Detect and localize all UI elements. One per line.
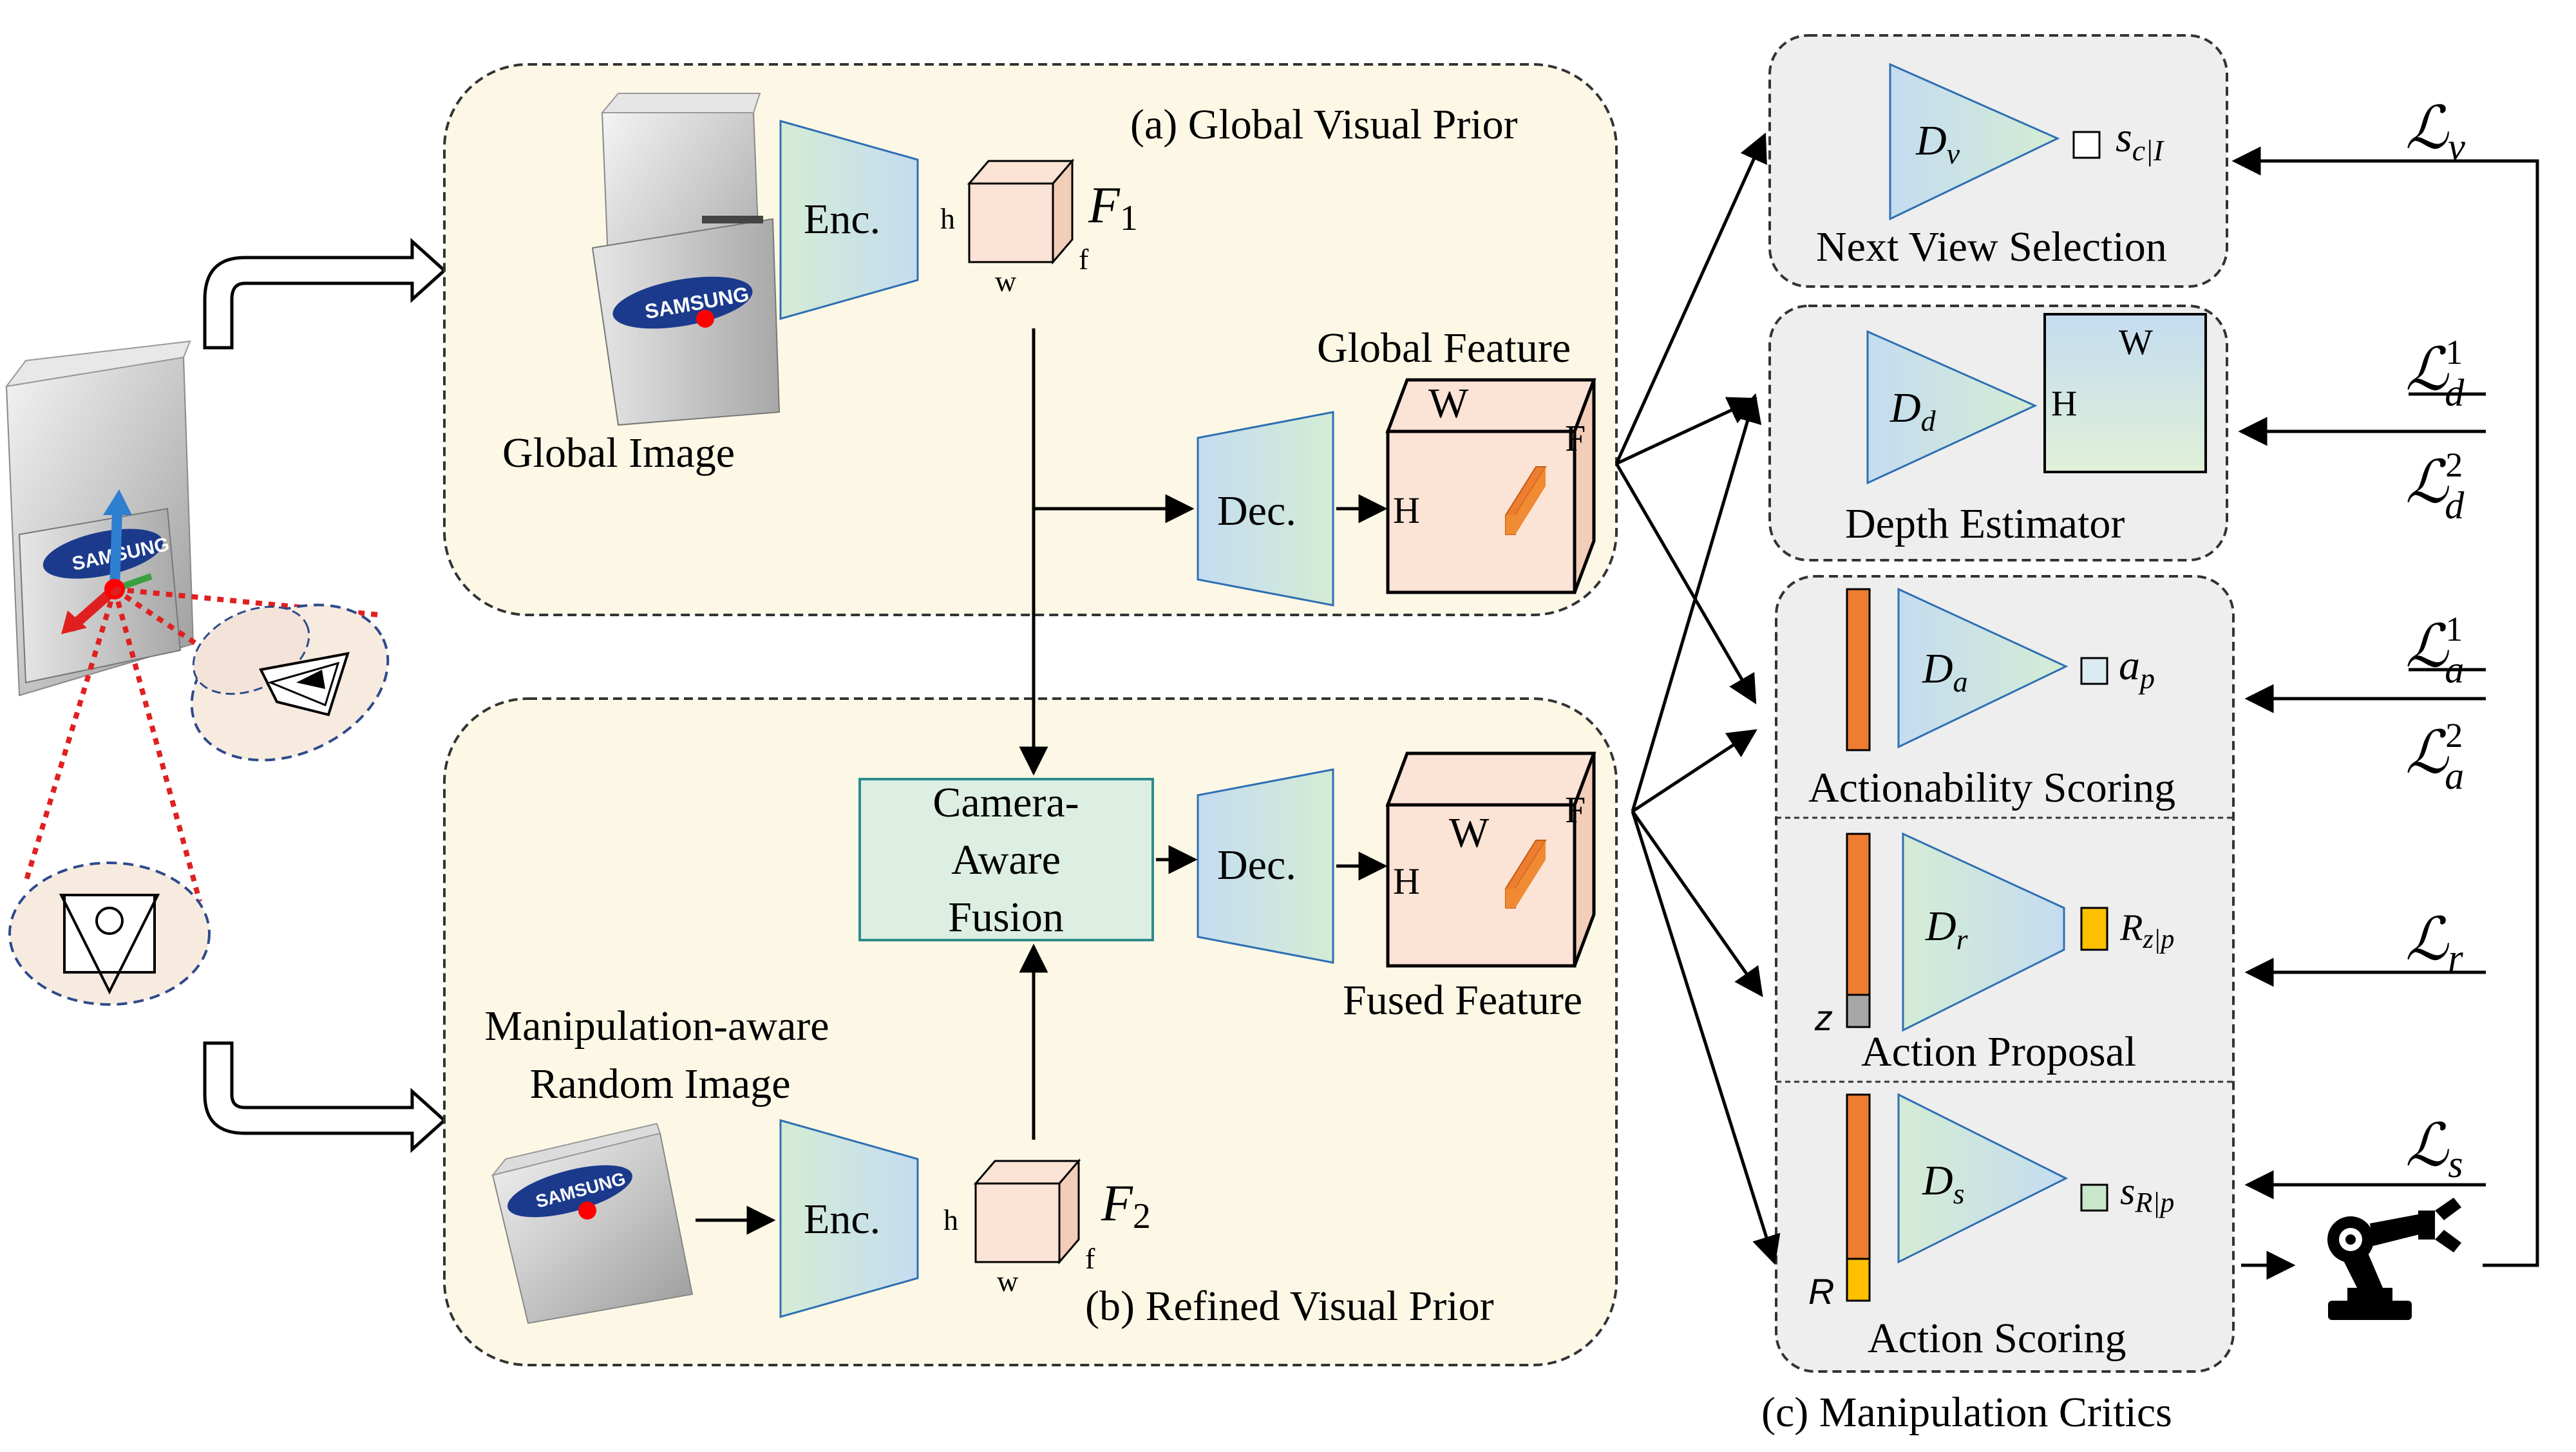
input-arrow-bottom-icon <box>203 1041 447 1153</box>
panel-refined-visual-prior: (b) Refined Visual Prior Camera- Aware F… <box>443 697 1618 1366</box>
global-feature-F: F <box>1565 417 1586 459</box>
panel-a-label: (a) Global Visual Prior <box>1130 101 1518 148</box>
global-encoder <box>779 120 919 320</box>
output-ap: ap <box>2119 642 2155 695</box>
fused-feature-F: F <box>1565 789 1586 831</box>
camera-icon <box>259 652 350 717</box>
camera-icon-bottom <box>59 894 160 995</box>
fused-feature-W: W <box>1449 809 1490 856</box>
depth-map-W: W <box>2119 323 2153 363</box>
random-image-label-1: Manipulation-aware <box>484 1003 829 1050</box>
random-image-label-2: Random Image <box>529 1061 790 1108</box>
scoring-title: Action Scoring <box>1868 1315 2126 1362</box>
critic-action-scoring: R Ds sR|p Action Scoring <box>1808 1093 2174 1362</box>
feature-cube-f1 <box>967 158 1075 265</box>
latent-z-bar <box>1846 994 1871 1028</box>
global-decoder-label: Dec. <box>1217 487 1296 534</box>
robot-arm-icon <box>2327 1198 2461 1320</box>
critic-arrows <box>1615 132 1781 1265</box>
loss-feedback <box>2231 146 2539 1280</box>
depth-map <box>2043 313 2207 473</box>
flow-arrows <box>696 328 1388 1235</box>
feature-bar-r <box>1846 833 1871 996</box>
f2-w-label: w <box>997 1265 1019 1297</box>
refined-decoder-label: Dec. <box>1217 842 1296 889</box>
random-image: SAMSUNG <box>491 1122 694 1325</box>
loss-v: ℒv <box>2405 95 2465 168</box>
panel-b-label: (b) Refined Visual Prior <box>1085 1283 1494 1330</box>
global-encoder-label: Enc. <box>804 196 880 243</box>
output-srp: sR|p <box>2120 1170 2174 1218</box>
input-arrow-top-icon <box>203 238 447 350</box>
net-dd: Dd <box>1889 384 1937 437</box>
f2-name: F2 <box>1101 1175 1151 1236</box>
critic-actionability-scoring: Da ap Actionability Scoring <box>1808 587 2175 811</box>
feature-bar-a <box>1846 588 1871 751</box>
loss-s: ℒs <box>2405 1113 2463 1185</box>
latent-z-label: z <box>1814 997 1833 1038</box>
actionability-title: Actionability Scoring <box>1808 764 2175 811</box>
refined-decoder <box>1197 768 1334 964</box>
net-dv: Dv <box>1915 117 1960 170</box>
global-feature-H: H <box>1393 489 1420 531</box>
net-ds: Ds <box>1922 1157 1965 1210</box>
feature-cube-f2 <box>973 1158 1081 1265</box>
f1-h-label: h <box>940 202 955 235</box>
refined-encoder <box>779 1119 919 1318</box>
proposal-title: Action Proposal <box>1861 1028 2136 1075</box>
net-da: Da <box>1922 645 1968 698</box>
net-dr: Dr <box>1925 903 1969 956</box>
latent-R-bar <box>1846 1258 1871 1302</box>
fusion-line-2: Aware <box>951 836 1061 883</box>
output-ap-box <box>2080 657 2108 685</box>
critic-next-view-selection: Dv sc|I Next View Selection <box>1768 34 2228 288</box>
axis-up-icon <box>109 511 122 590</box>
f1-w-label: w <box>995 265 1017 297</box>
feature-bar-s <box>1846 1093 1871 1260</box>
camera-aware-fusion-box <box>858 778 1154 941</box>
depth-title: Depth Estimator <box>1845 500 2125 547</box>
output-rzp-box <box>2080 907 2108 951</box>
f2-h-label: h <box>943 1203 958 1236</box>
output-s-ci: sc|I <box>2116 114 2165 167</box>
fused-feature-label: Fused Feature <box>1343 977 1582 1024</box>
f1-name: F1 <box>1088 177 1138 238</box>
panel-c-label: (c) Manipulation Critics <box>1761 1389 2172 1436</box>
latent-R-label: R <box>1808 1271 1834 1312</box>
fused-feature-H: H <box>1393 860 1420 902</box>
f1-f-label: f <box>1079 243 1089 276</box>
critic-action-proposal: z Dr Rz|p Action Proposal <box>1814 832 2174 1075</box>
f2-f-label: f <box>1085 1242 1095 1275</box>
output-s-ci-box <box>2072 131 2101 159</box>
scene-object-fridge: SAMSUNG <box>5 340 390 1006</box>
fusion-line-3: Fusion <box>948 894 1064 941</box>
global-image: SAMSUNG <box>591 93 781 426</box>
global-feature-label: Global Feature <box>1317 325 1571 372</box>
global-feature-cube <box>1385 378 1596 594</box>
global-image-label: Global Image <box>502 429 735 476</box>
refined-encoder-label: Enc. <box>804 1196 880 1243</box>
fusion-line-1: Camera- <box>933 779 1079 826</box>
fused-feature-cube <box>1385 751 1596 968</box>
depth-map-H: H <box>2051 384 2077 424</box>
loss-r: ℒr <box>2405 907 2463 979</box>
output-rzp: Rz|p <box>2119 907 2174 954</box>
panel-global-visual-prior: (a) Global Visual Prior SAMSUNG Global I… <box>443 63 1618 616</box>
global-decoder <box>1197 411 1334 607</box>
critic-depth-estimator: Dd H W Depth Estimator <box>1768 305 2228 561</box>
next-view-title: Next View Selection <box>1816 223 2167 270</box>
output-srp-box <box>2080 1183 2108 1212</box>
global-feature-W: W <box>1428 380 1469 427</box>
